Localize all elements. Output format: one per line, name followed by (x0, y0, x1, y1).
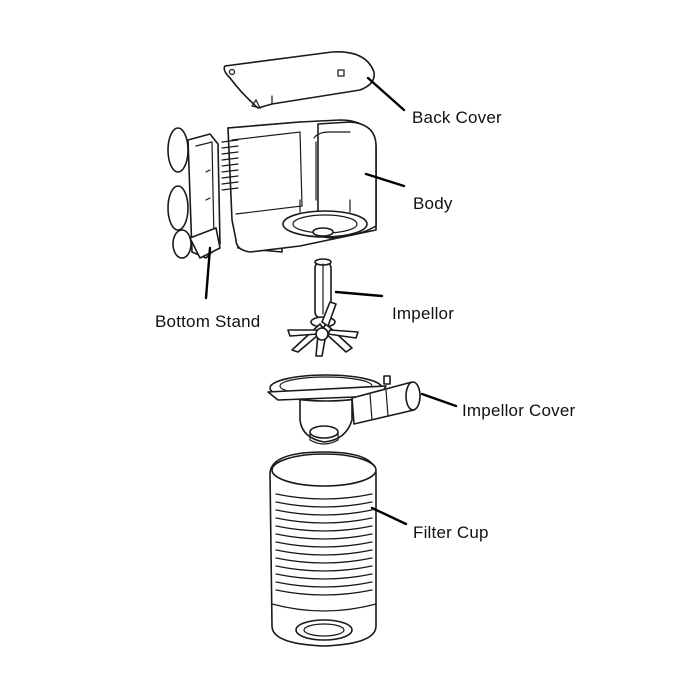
impellor-cover-part (267, 374, 421, 445)
filter-cup-leader (370, 506, 408, 526)
body-leader (364, 172, 406, 188)
bottom-stand-leader (204, 246, 212, 300)
bottom-stand-part (167, 127, 221, 259)
impellor-part (287, 258, 359, 357)
filter-cup-part (269, 451, 377, 647)
filter-cup-label: Filter Cup (413, 523, 489, 542)
back-cover-label: Back Cover (412, 108, 502, 127)
impellor-leader (334, 290, 384, 298)
bottom-stand-label: Bottom Stand (155, 312, 261, 331)
impellor-cover-leader (420, 392, 458, 408)
back-cover-leader (366, 76, 406, 112)
back-cover-part (223, 51, 376, 109)
impellor-cover-label: Impellor Cover (462, 401, 576, 420)
leader-lines (204, 76, 458, 526)
body-grille (221, 139, 239, 191)
body-label: Body (413, 194, 453, 213)
impellor-label: Impellor (392, 304, 455, 323)
filter-slots (275, 493, 373, 596)
body-part (221, 119, 377, 253)
